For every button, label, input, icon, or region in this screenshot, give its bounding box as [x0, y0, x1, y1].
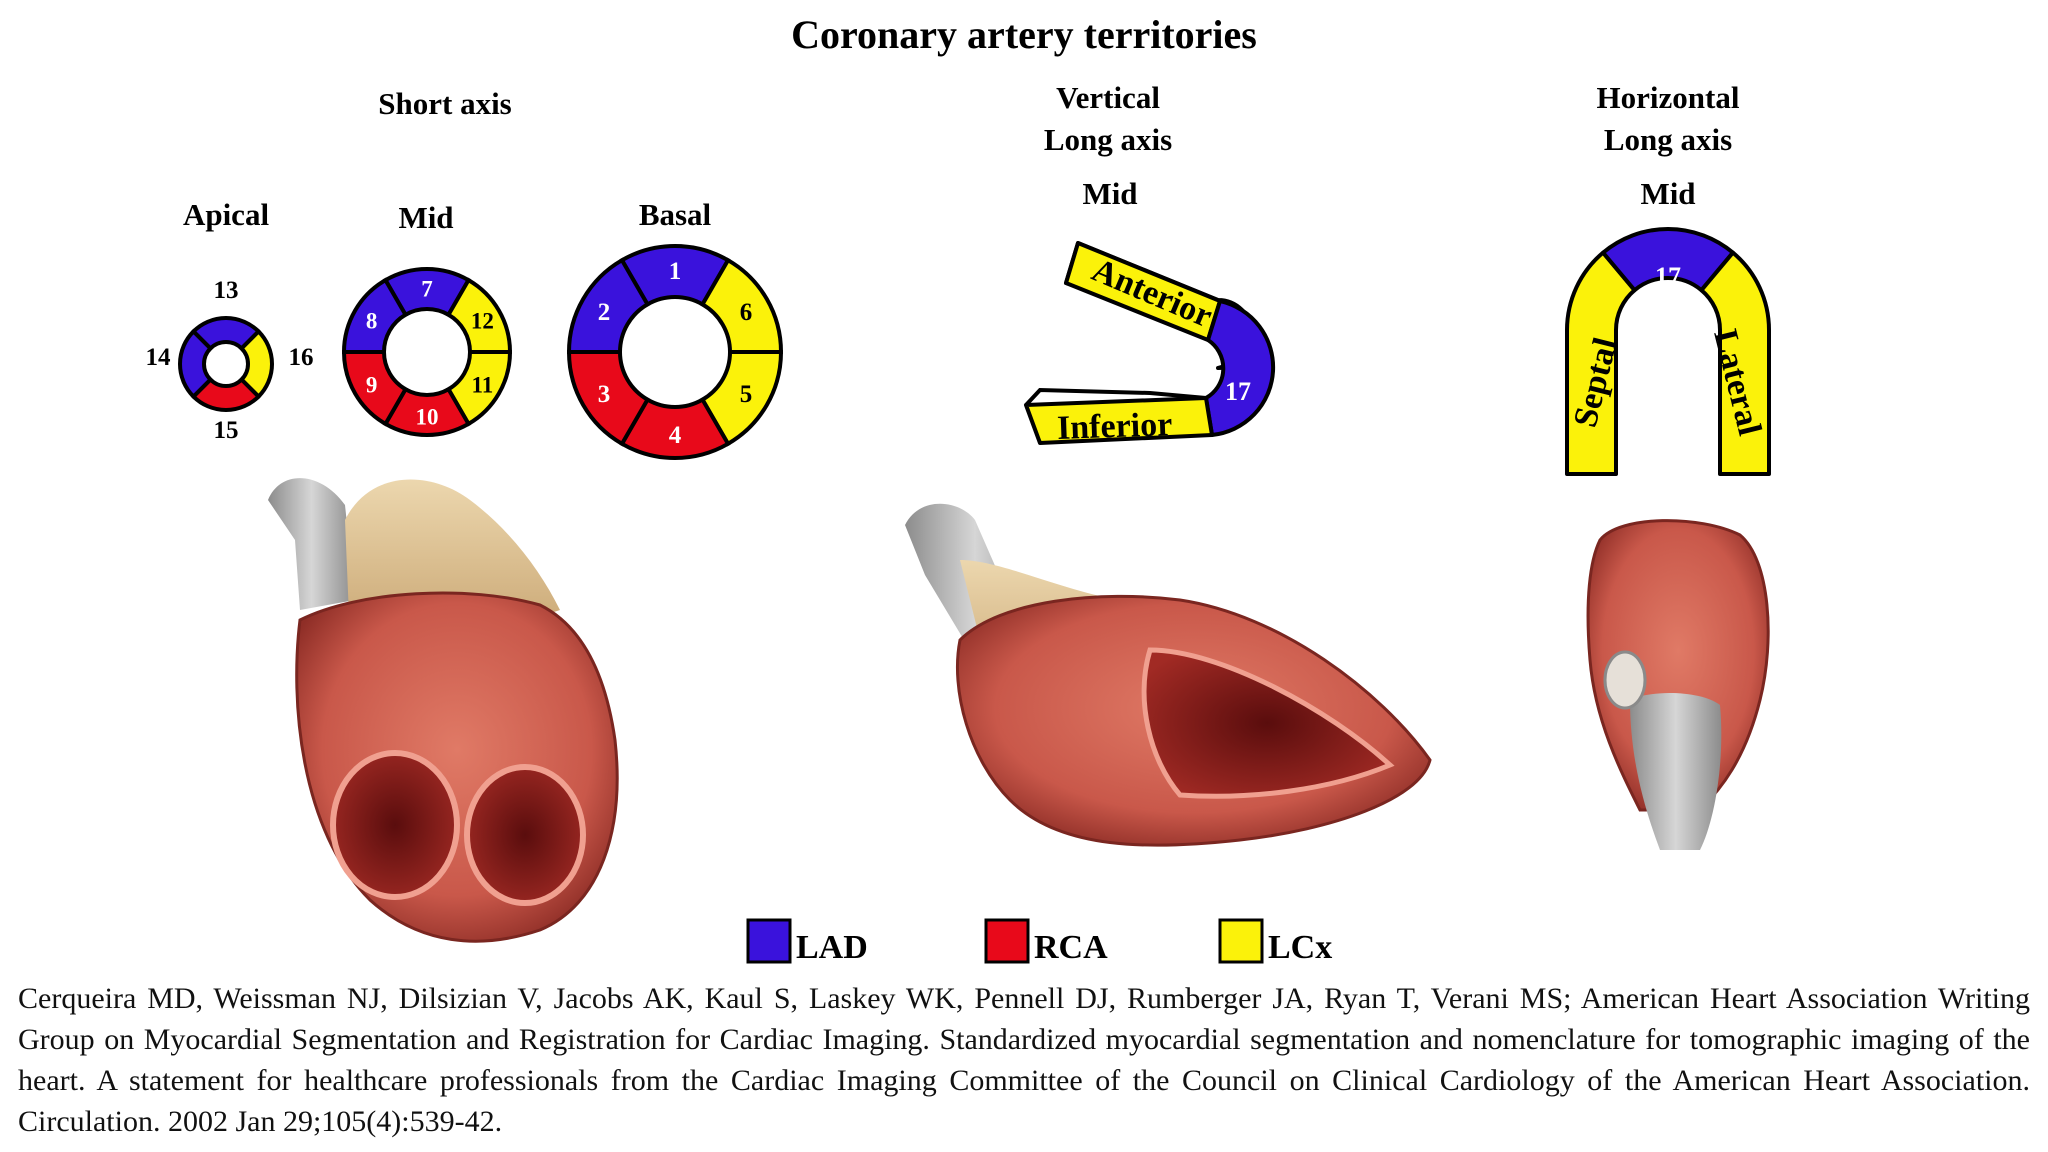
heart-illustration-horizontal-long-axis	[1586, 519, 1770, 850]
aorta-vessel	[268, 478, 355, 610]
heart-illustration-short-axis	[268, 478, 619, 943]
mid-segment-label-7: 7	[421, 276, 433, 301]
heading-vertical-line2: Long axis	[1044, 122, 1172, 157]
apical-segment-left	[178, 328, 214, 400]
heading-apical: Apical	[183, 197, 270, 232]
vla-inferior-label: Inferior	[1056, 406, 1172, 447]
vla-apex-label: 17	[1225, 377, 1251, 406]
basal-segment-label-5: 5	[740, 381, 753, 408]
heading-vertical-line1: Vertical	[1056, 80, 1160, 115]
heading-hla-mid: Mid	[1640, 176, 1695, 211]
heading-basal: Basal	[639, 197, 712, 232]
vla-apex-segment	[1204, 299, 1276, 437]
mid-segment-label-9: 9	[366, 372, 378, 397]
mid-segment-label-11: 11	[472, 372, 494, 397]
heart-illustration-vertical-long-axis	[905, 503, 1432, 847]
hla-vessel	[1630, 693, 1722, 850]
legend-swatch-lad	[746, 918, 792, 964]
diagram-title: Coronary artery territories	[791, 12, 1257, 57]
apical-label-15: 15	[214, 417, 239, 444]
apical-label-13: 13	[214, 277, 239, 304]
basal-ring: 1 6 5 4 3 2	[566, 244, 784, 460]
basal-segment-label-6: 6	[740, 299, 753, 326]
hla-valve	[1603, 650, 1647, 710]
citation-text: Cerqueira MD, Weissman NJ, Dilsizian V, …	[18, 982, 2030, 1138]
horizontal-long-axis-shape	[1565, 227, 1771, 476]
vla-anterior-label: Anterior	[1087, 252, 1218, 335]
heading-mid: Mid	[398, 200, 453, 235]
basal-segment-label-4: 4	[669, 422, 682, 449]
heading-horizontal-line2: Long axis	[1604, 122, 1732, 157]
mid-segment-label-8: 8	[366, 308, 378, 333]
legend-label-lad: LAD	[796, 929, 868, 966]
mid-ring: 7 12 11 10 9 8	[341, 267, 513, 437]
heading-vla-mid: Mid	[1082, 176, 1137, 211]
vertical-long-axis-shape: Anterior Inferior 17	[1024, 241, 1276, 447]
mid-segment-8	[341, 277, 409, 354]
apical-label-16: 16	[289, 344, 314, 371]
vla-ventricle-cavity	[1141, 647, 1395, 799]
basal-segment-label-3: 3	[598, 381, 611, 408]
vla-inferior-wall-top	[1024, 387, 1207, 407]
heading-horizontal-line1: Horizontal	[1597, 80, 1740, 115]
legend-swatch-lcx	[1218, 918, 1264, 964]
hla-lateral-wall	[1699, 250, 1771, 476]
heading-short-axis: Short axis	[378, 86, 512, 121]
mid-segment-label-12: 12	[471, 308, 494, 333]
basal-segment-label-1: 1	[669, 258, 682, 285]
legend-label-rca: RCA	[1034, 929, 1108, 966]
apical-ring	[178, 316, 274, 412]
hla-apex-label: 17	[1655, 262, 1681, 291]
legend-label-lcx: LCx	[1268, 929, 1332, 966]
mid-segment-label-10: 10	[416, 404, 439, 429]
basal-segment-label-2: 2	[598, 299, 611, 326]
basal-segment-2	[566, 257, 651, 354]
left-ventricle-cavity	[464, 764, 586, 906]
apical-label-14: 14	[146, 344, 172, 371]
heart-body	[295, 591, 619, 943]
legend-swatch-rca	[984, 918, 1030, 964]
right-ventricle-cavity	[330, 750, 460, 900]
legend: LAD RCA LCx	[746, 918, 1332, 966]
